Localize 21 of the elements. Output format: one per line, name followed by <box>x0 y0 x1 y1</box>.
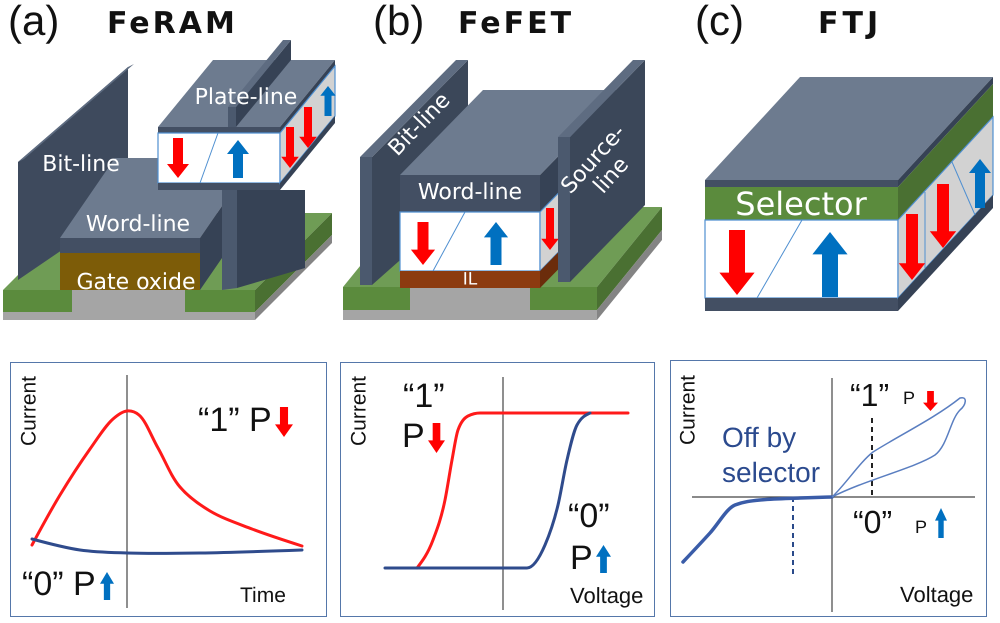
state-label: “1” <box>850 379 890 411</box>
axis-label: Current <box>348 376 370 446</box>
part-label: Bit-line <box>42 152 120 178</box>
panel-title: FeRAM <box>107 9 238 39</box>
annotation-text: Off by selector <box>722 421 822 490</box>
part-label: Word-line <box>418 180 522 206</box>
part-label: Gate oxide <box>76 270 196 296</box>
state-label: P <box>903 389 916 407</box>
part-label: Selector <box>735 188 867 220</box>
axis-label: Voltage <box>900 584 974 606</box>
state-label: P <box>915 518 928 536</box>
panel-title: FeFET <box>458 9 574 39</box>
panel-label: (b) <box>373 0 424 42</box>
panel-title: FTJ <box>818 9 882 39</box>
state-label: “0” <box>853 506 892 538</box>
part-label: Plate-line <box>194 86 298 110</box>
part-label: Word-line <box>86 212 190 238</box>
part-label: IL <box>462 272 478 288</box>
axis-label: Current <box>678 374 698 446</box>
panel-label: (a) <box>8 0 60 42</box>
panel-label: (c) <box>695 0 744 42</box>
